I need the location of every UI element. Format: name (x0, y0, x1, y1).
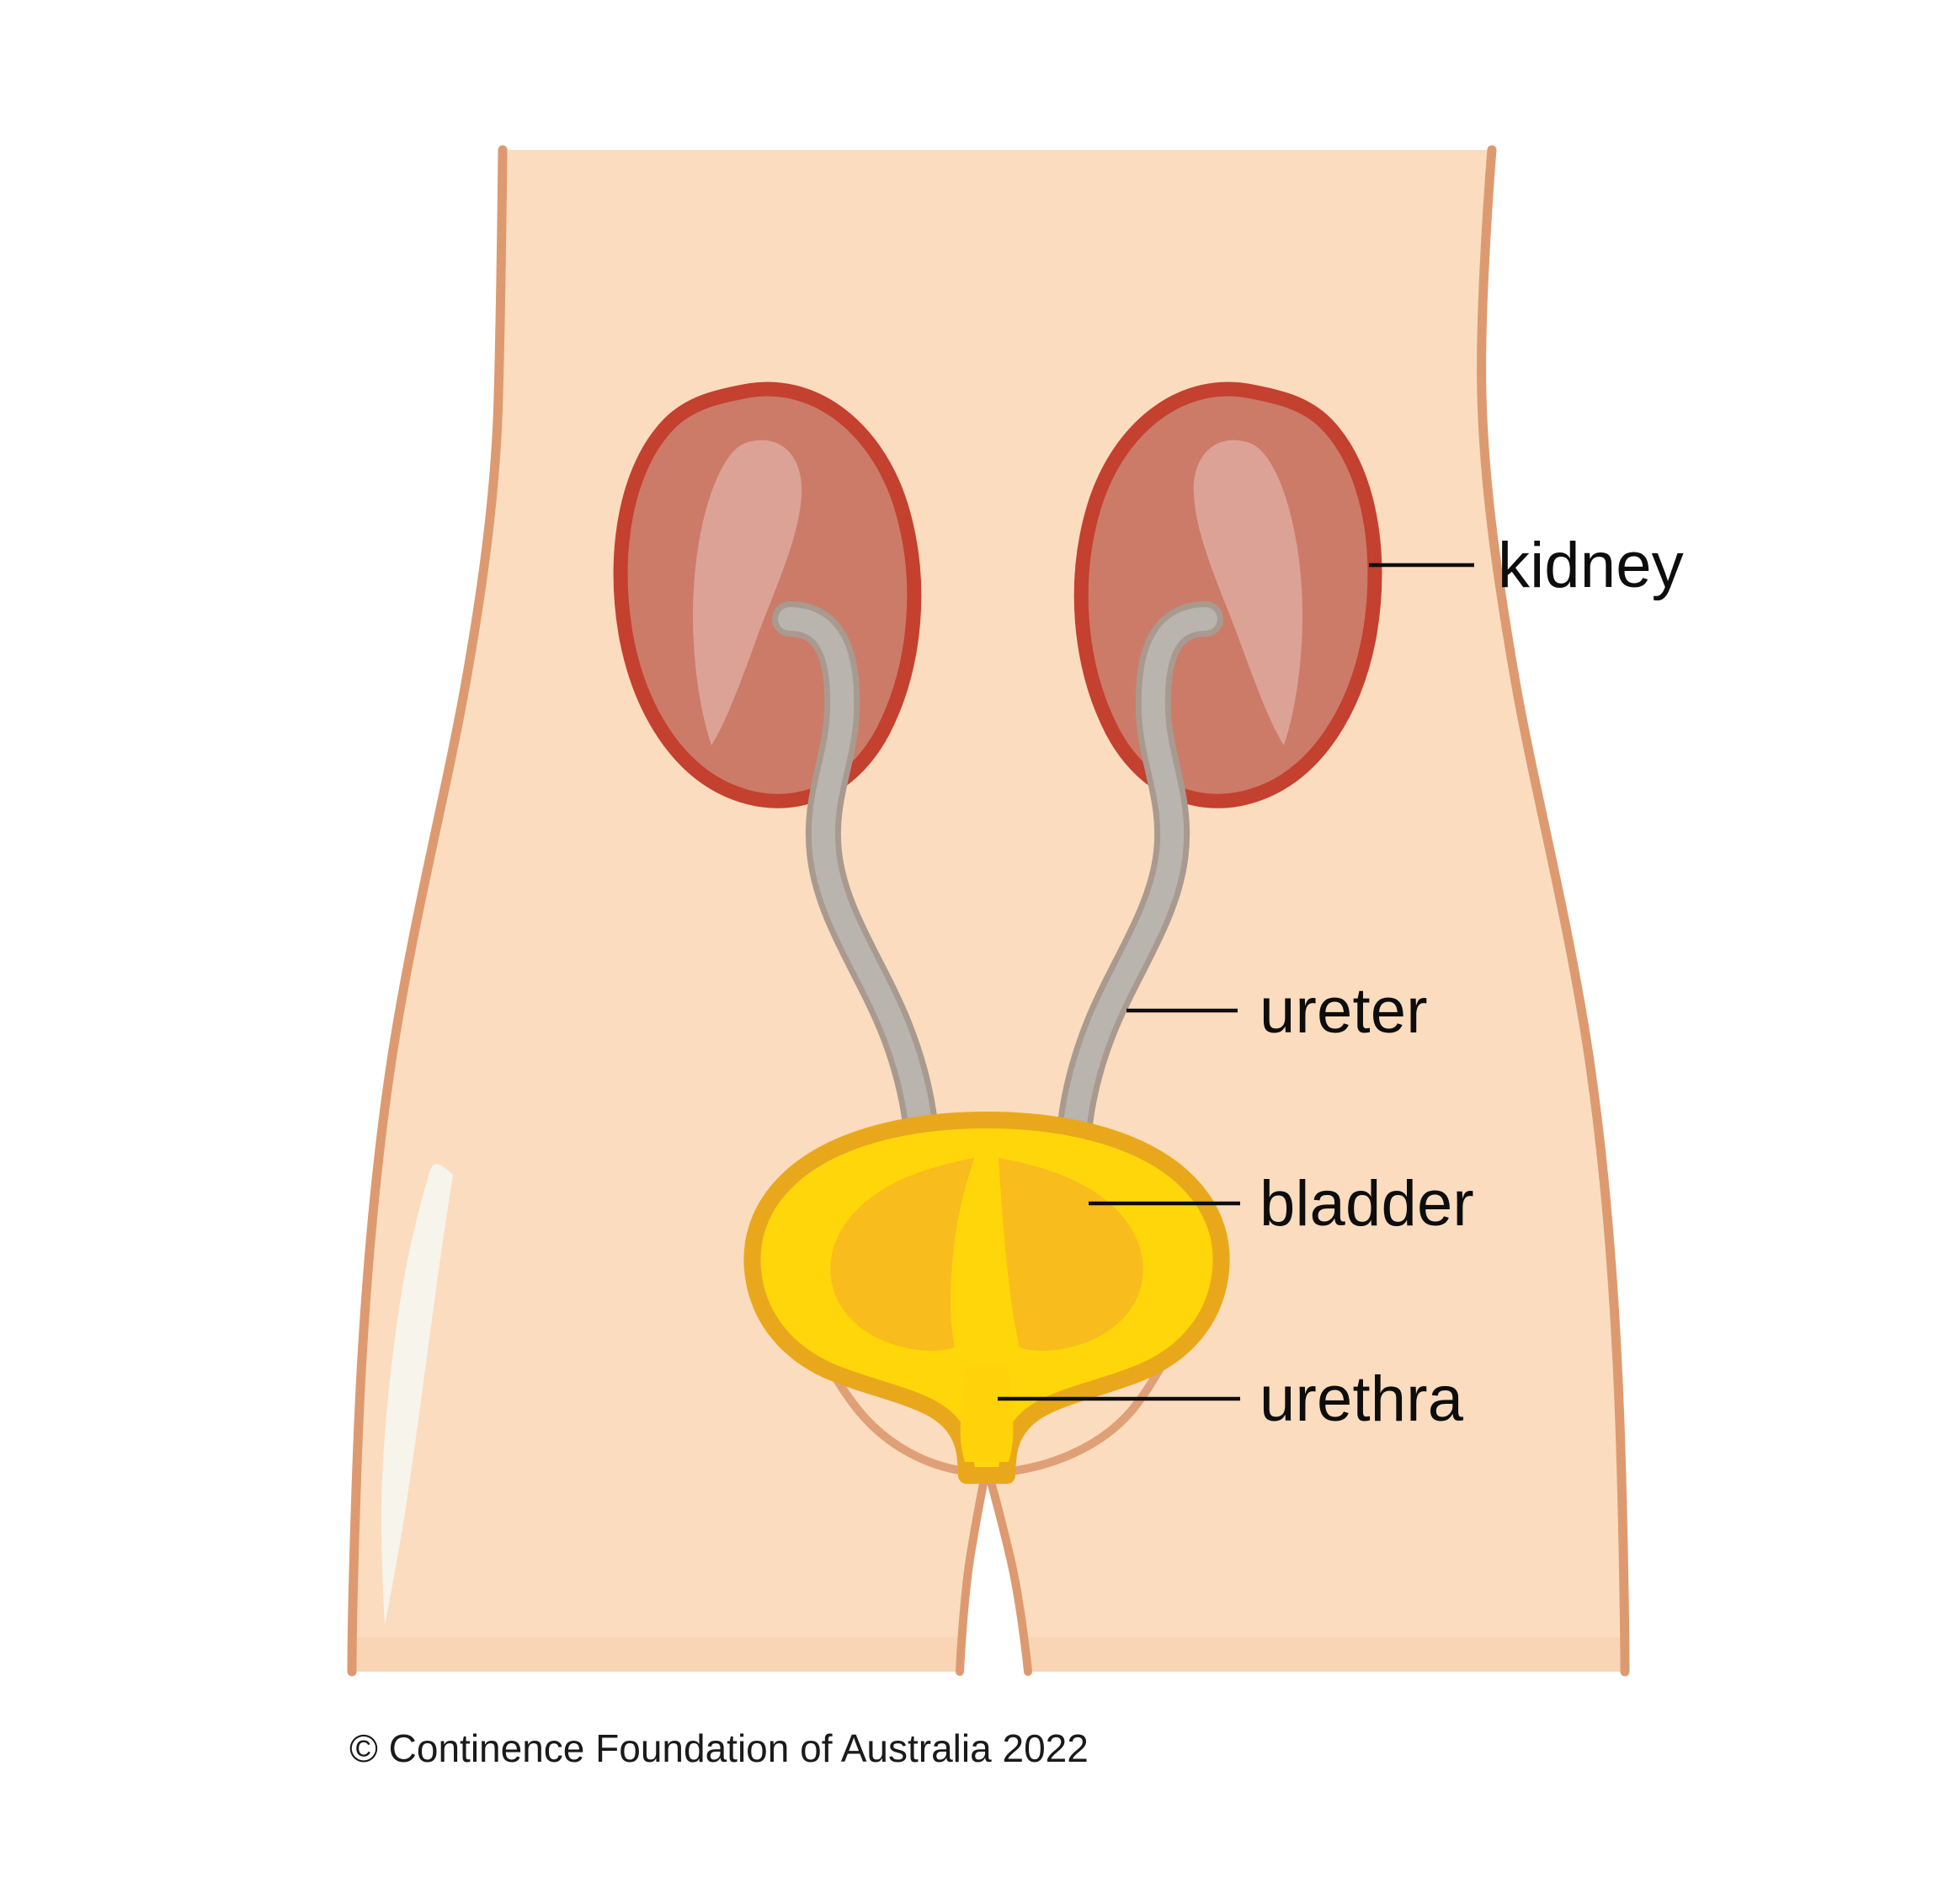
ureter-right-inner (1063, 607, 1217, 1144)
torso-bottom-band (353, 1637, 1625, 1672)
bladder-shade-center-left (950, 1157, 978, 1361)
kidney-left-group (613, 381, 922, 808)
bladder-shade-right (999, 1158, 1143, 1351)
kidney-right-group (1073, 381, 1382, 808)
label-bladder: bladder (1260, 1168, 1474, 1240)
label-ureter: ureter (1260, 975, 1428, 1047)
labels-group: kidney ureter bladder urethra (1260, 530, 1684, 1435)
ureter-left-inner (778, 607, 933, 1144)
bladder-shade-left (830, 1158, 975, 1351)
torso-outline-left (347, 145, 508, 1677)
label-urethra: urethra (1260, 1363, 1464, 1435)
bladder-neck (960, 1364, 1014, 1462)
kidney-right-highlight (1193, 440, 1302, 745)
label-kidney: kidney (1498, 530, 1684, 601)
copyright-credit: © Continence Foundation of Australia 202… (349, 1726, 1089, 1770)
kidney-left-highlight (693, 440, 802, 745)
bladder-group (743, 1112, 1230, 1484)
leader-lines-group (998, 563, 1474, 1401)
thigh-gap (960, 1467, 1028, 1672)
torso-outline-right (1477, 145, 1630, 1677)
hip-highlight (381, 1164, 453, 1625)
